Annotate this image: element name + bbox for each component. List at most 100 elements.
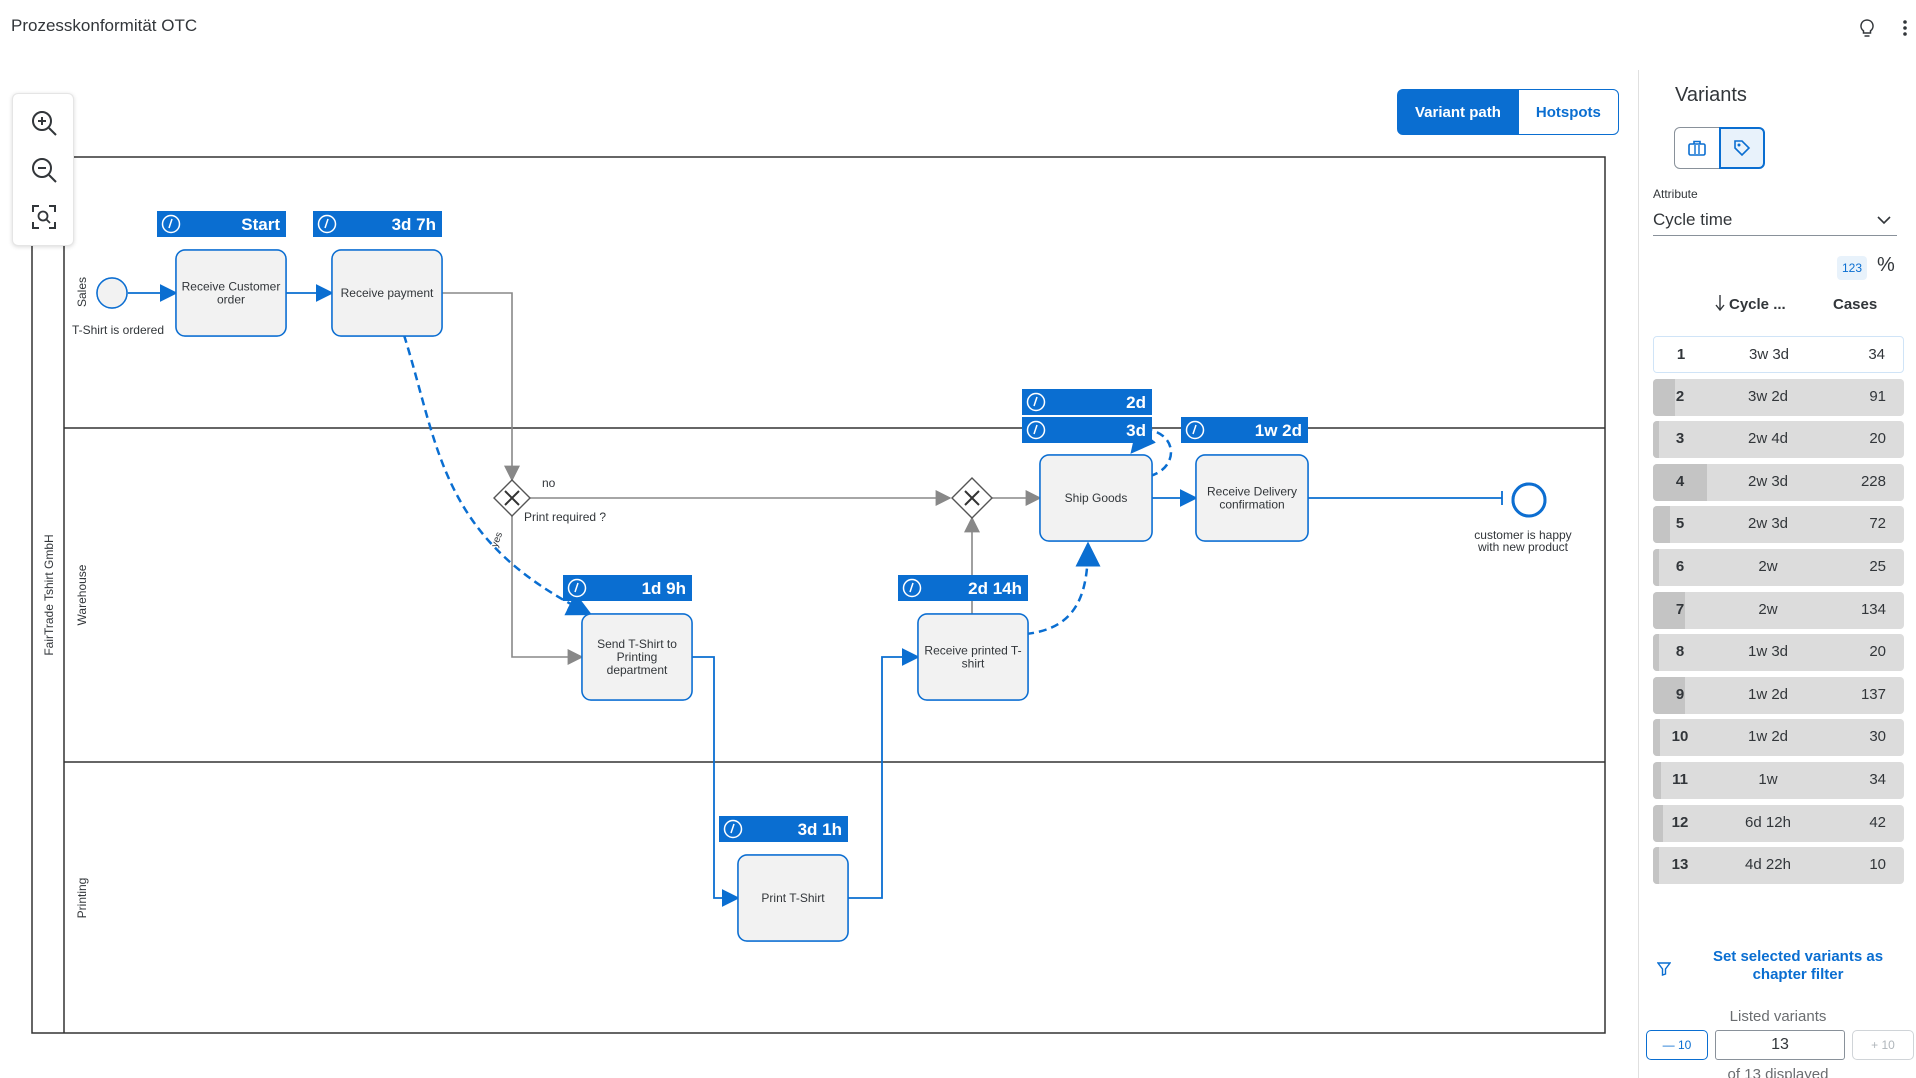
sort-descending-icon[interactable] xyxy=(1715,294,1725,317)
kpi-badge-value: 3d 7h xyxy=(392,215,436,234)
end-event[interactable] xyxy=(1511,482,1547,518)
task-label: Printing xyxy=(617,650,658,664)
gateway-print-required[interactable] xyxy=(493,479,531,517)
gateway-label: Print required ? xyxy=(524,510,606,524)
task-label: shirt xyxy=(962,657,985,671)
variant-cases: 10 xyxy=(1869,856,1886,874)
task-receive-payment[interactable]: Receive payment xyxy=(331,249,443,337)
variant-number: 7 xyxy=(1675,600,1685,618)
more-vertical-icon[interactable] xyxy=(1893,16,1916,40)
variant-cases: 134 xyxy=(1860,600,1886,618)
variant-cases: 137 xyxy=(1860,685,1886,703)
task-label: Ship Goods xyxy=(1065,491,1128,505)
lightbulb-icon[interactable] xyxy=(1855,16,1879,40)
variant-number: 5 xyxy=(1675,515,1685,533)
variants-panel: Variants Attribute Cycle time 123 % Cycl… xyxy=(1638,70,1916,1078)
set-chapter-filter-link[interactable]: Set selected variants as chapter filter xyxy=(1653,948,1904,992)
zoom-in-icon[interactable] xyxy=(27,106,61,140)
hotspots-button[interactable]: Hotspots xyxy=(1517,89,1619,135)
variant-cases-bar xyxy=(1653,676,1685,714)
listed-variants-input[interactable]: 13 xyxy=(1715,1030,1845,1060)
start-event-label: T-Shirt is ordered xyxy=(72,323,164,337)
end-event-label-line2: with new product xyxy=(1477,540,1569,554)
lane-label-sales: Sales xyxy=(75,277,89,307)
chevron-down-icon xyxy=(1877,212,1891,230)
variant-cycle-time: 3w 3d xyxy=(1748,346,1790,363)
variant-cases: 34 xyxy=(1868,346,1885,363)
kpi-badge-print-tshirt[interactable]: 3d 1h xyxy=(719,816,848,842)
zoom-fit-icon[interactable] xyxy=(27,200,61,234)
variant-cases-bar xyxy=(1653,634,1659,672)
kpi-badge-ship-goods-loop[interactable]: 2d xyxy=(1022,389,1152,415)
panel-view-toggle xyxy=(1674,127,1765,169)
kpi-badge-send-tshirt[interactable]: 1d 9h xyxy=(563,575,692,601)
variant-row[interactable]: 12 6d 12h 42 xyxy=(1653,804,1904,842)
variant-cases-bar xyxy=(1653,591,1685,629)
kpi-badge-ship-goods[interactable]: 3d xyxy=(1022,417,1152,443)
variant-path-button[interactable]: Variant path xyxy=(1397,89,1519,135)
variant-cases-bar xyxy=(1653,463,1707,501)
variant-cycle-time: 1w 2d xyxy=(1747,685,1789,703)
task-ship-goods[interactable]: Ship Goods xyxy=(1039,454,1153,542)
zoom-out-icon[interactable] xyxy=(27,153,61,187)
attribute-label: Attribute xyxy=(1653,187,1698,201)
process-canvas[interactable]: FairTrade Tshirt GmbH Sales Warehouse Pr… xyxy=(0,70,1638,1078)
kpi-badge-receive-printed[interactable]: 2d 14h xyxy=(898,575,1028,601)
variant-cases-bar xyxy=(1653,378,1675,416)
variant-cases: 42 xyxy=(1869,813,1886,831)
pool-label: FairTrade Tshirt GmbH xyxy=(42,534,56,655)
decrease-button[interactable]: — 10 xyxy=(1646,1030,1708,1060)
top-bar: Prozesskonformität OTC xyxy=(0,0,1916,56)
task-print-tshirt[interactable]: Print T-Shirt xyxy=(737,854,849,942)
variant-cycle-time: 3w 2d xyxy=(1747,387,1789,405)
column-cycle[interactable]: Cycle ... xyxy=(1729,296,1786,313)
variant-cycle-time: 1w xyxy=(1758,771,1778,788)
variant-number: 11 xyxy=(1672,771,1688,788)
process-diagram: FairTrade Tshirt GmbH Sales Warehouse Pr… xyxy=(31,156,1606,1034)
attribute-select[interactable]: Cycle time xyxy=(1653,206,1897,236)
variant-number: 4 xyxy=(1675,472,1685,490)
increase-button[interactable]: + 10 xyxy=(1852,1030,1914,1060)
kpi-badge-receive-order[interactable]: Start xyxy=(157,211,286,237)
variant-cycle-time: 6d 12h xyxy=(1745,813,1791,831)
lane-label-warehouse: Warehouse xyxy=(75,564,89,625)
task-receive-printed[interactable]: Receive printed T-shirt xyxy=(917,613,1029,701)
column-cases[interactable]: Cases xyxy=(1833,296,1878,313)
variant-cycle-time: 2w 3d xyxy=(1747,515,1789,533)
variant-cases: 91 xyxy=(1869,387,1886,405)
tag-icon[interactable] xyxy=(1719,127,1765,169)
end-event-label-line1: customer is happy xyxy=(1474,528,1571,542)
format-percent-toggle[interactable]: % xyxy=(1877,254,1895,276)
briefcase-icon[interactable] xyxy=(1674,127,1720,169)
clock-icon xyxy=(902,578,922,598)
task-label: Print T-Shirt xyxy=(761,891,825,905)
variant-number: 10 xyxy=(1671,728,1689,746)
variant-number: 12 xyxy=(1671,813,1689,831)
kpi-badge-receive-payment[interactable]: 3d 7h xyxy=(313,211,442,237)
variant-cases: 20 xyxy=(1869,643,1886,661)
start-event[interactable] xyxy=(96,277,128,309)
format-number-toggle[interactable]: 123 xyxy=(1837,256,1867,280)
variant-cases-bar xyxy=(1653,847,1659,885)
variant-cases-bar xyxy=(1653,719,1660,757)
page-title: Prozesskonformität OTC xyxy=(11,16,198,35)
gateway-merge[interactable] xyxy=(951,477,993,519)
variant-cases-bar xyxy=(1653,421,1659,459)
clock-icon xyxy=(317,214,337,234)
kpi-badge-receive-delivery[interactable]: 1w 2d xyxy=(1181,417,1308,443)
